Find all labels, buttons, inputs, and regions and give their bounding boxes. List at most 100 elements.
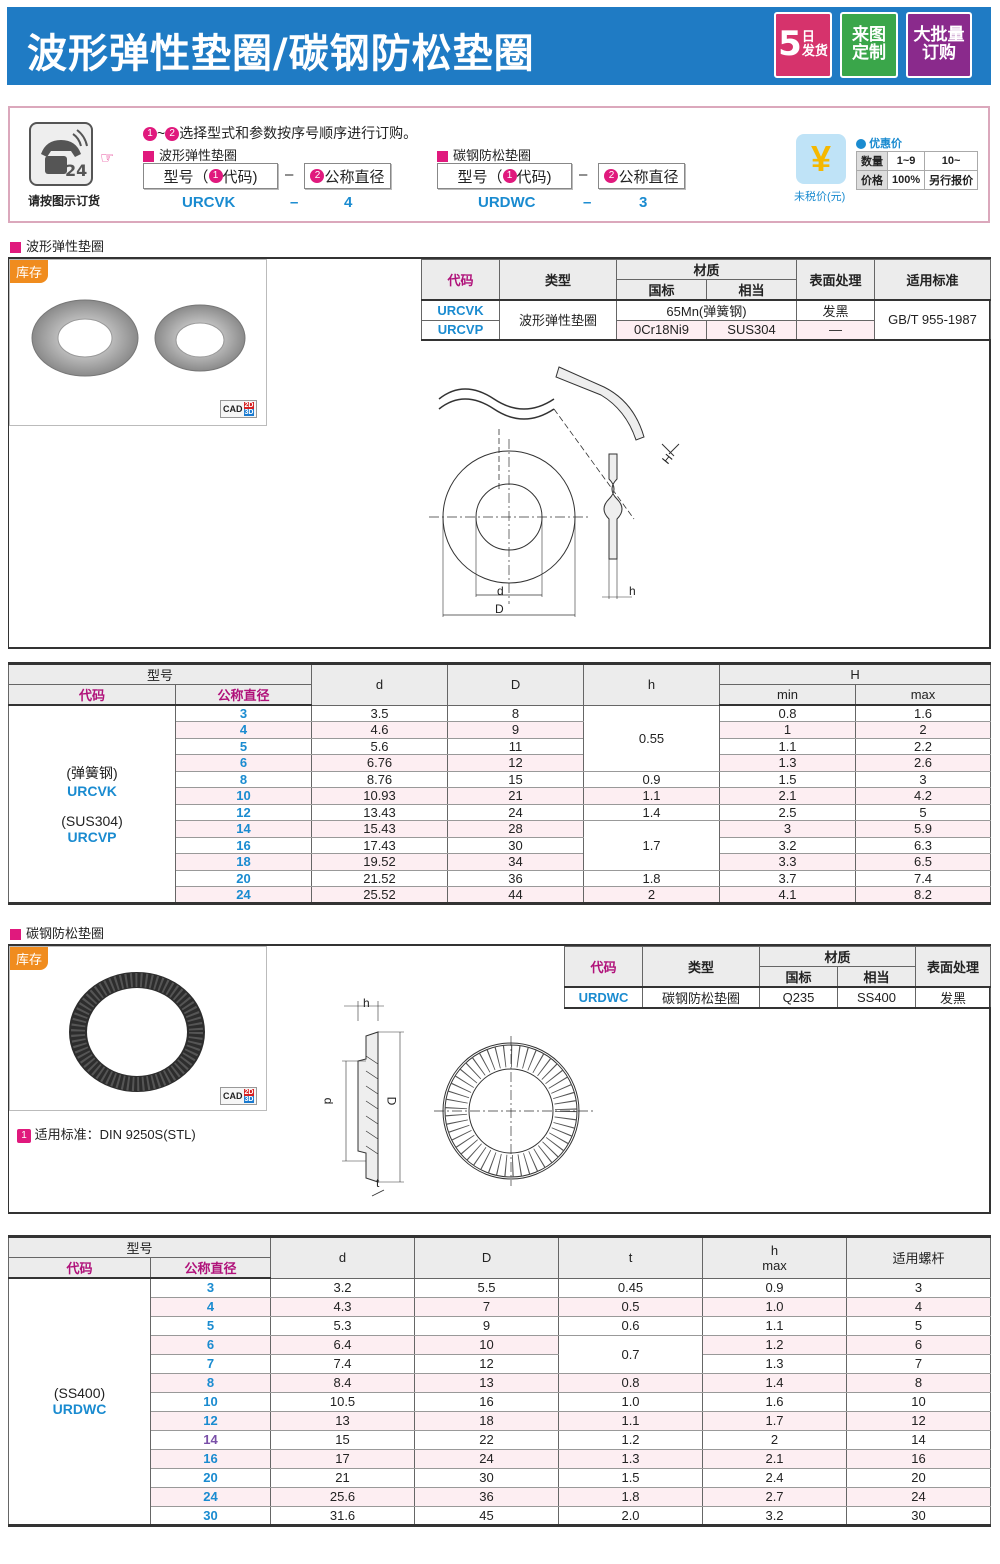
value-cell: 21: [270, 1467, 416, 1488]
model-code: URCVK: [67, 783, 117, 799]
nominal-diameter-cell: 4: [149, 1296, 272, 1317]
value-cell: 0.5: [558, 1296, 704, 1317]
spec-surface: 发黑: [915, 986, 991, 1009]
nominal-diameter-cell: 14: [174, 820, 313, 838]
cad-2d: 2D: [243, 402, 255, 409]
value-cell: 4.1: [719, 886, 857, 904]
phone-24-icon: 24: [29, 122, 93, 186]
cad-2d: 2D: [243, 1089, 255, 1096]
value-cell: 36: [414, 1486, 560, 1507]
note-text: 适用标准：DIN 9250S(STL): [34, 1127, 196, 1142]
value-cell: 0.45: [558, 1277, 704, 1298]
material-note: (SUS304): [61, 813, 123, 829]
nominal-diameter-cell: 5: [149, 1315, 272, 1336]
value-cell: 4.6: [311, 721, 449, 739]
col-H-max: max: [855, 684, 991, 706]
col-D: D: [447, 663, 585, 706]
value-cell: 24: [846, 1486, 991, 1507]
spec-equivalent: SS400: [836, 986, 917, 1009]
badge-bulk-order: 大批量订购: [906, 12, 972, 78]
value-cell: 4: [846, 1296, 991, 1317]
col-d: d: [270, 1236, 416, 1279]
value-cell: 5.3: [270, 1315, 416, 1336]
value-cell: 9: [447, 721, 585, 739]
price-label: 价格: [856, 170, 888, 190]
value-cell: 3.2: [702, 1505, 848, 1526]
nominal-diameter-cell: 14: [149, 1429, 272, 1450]
example-code: URDWC: [478, 194, 536, 211]
nominal-diameter-cell: 6: [174, 754, 313, 772]
code-cell: (SS400)URDWC: [8, 1277, 151, 1526]
value-cell: 16: [846, 1448, 991, 1469]
spec-surface: 发黑: [796, 299, 876, 321]
value-cell: 2: [855, 721, 991, 739]
lock-washer-drawing: [342, 1001, 594, 1197]
value-cell: 6.5: [855, 853, 991, 871]
dim-label-D: D: [384, 1096, 399, 1106]
value-cell: 1.5: [719, 770, 857, 788]
value-cell: 1.3: [558, 1448, 704, 1469]
value-cell: 1.0: [702, 1296, 848, 1317]
col-D: D: [414, 1236, 560, 1279]
value-cell: 9: [414, 1315, 560, 1336]
stock-badge: 库存: [10, 260, 49, 283]
nominal-diameter-cell: 12: [174, 803, 313, 821]
section-title-text: 碳钢防松垫圈: [26, 927, 105, 942]
badge-line: 定制: [852, 43, 886, 63]
value-cell: 36: [447, 869, 585, 887]
col-H-min: min: [719, 684, 857, 706]
col-d: d: [311, 663, 449, 706]
value-cell: 6.76: [311, 754, 449, 772]
value-cell: 0.9: [583, 770, 721, 788]
value-cell: 1.5: [558, 1467, 704, 1488]
value-cell: 14: [846, 1429, 991, 1450]
value-cell: 45: [414, 1505, 560, 1526]
value-cell: 7.4: [270, 1353, 416, 1374]
value-cell: 0.7: [558, 1334, 704, 1374]
value-cell: 2.1: [719, 787, 857, 805]
nominal-diameter-cell: 16: [149, 1448, 272, 1469]
spec-code: URCVP: [421, 320, 500, 340]
value-cell: 16: [414, 1391, 560, 1412]
example-size: 4: [344, 194, 353, 211]
col-material: 材质: [615, 259, 798, 280]
price-value: 另行报价: [924, 170, 979, 190]
col-nominal-diameter: 公称直径: [174, 684, 313, 706]
value-cell: 6.3: [855, 836, 991, 854]
value-cell: 18: [414, 1410, 560, 1431]
value-cell: 1.6: [702, 1391, 848, 1412]
value-cell: 28: [447, 820, 585, 838]
dim-label-h: h: [363, 996, 370, 1010]
value-cell: 0.8: [719, 704, 857, 722]
group-title-text: 碳钢防松垫圈: [453, 149, 532, 164]
cad-label: CAD: [223, 404, 243, 414]
nominal-diameter-cell: 5: [174, 737, 313, 755]
qty-label: 数量: [856, 151, 888, 171]
model-code: URDWC: [52, 1401, 107, 1418]
value-cell: 22: [414, 1429, 560, 1450]
order-group-title: 碳钢防松垫圈: [437, 145, 531, 164]
dash: –: [290, 194, 299, 211]
nominal-diameter-cell: 7: [149, 1353, 272, 1374]
value-cell: 31.6: [270, 1505, 416, 1526]
value-cell: 0.9: [702, 1277, 848, 1298]
col-equivalent: 相当: [705, 279, 798, 301]
badge-line: 订购: [922, 43, 956, 63]
col-model: 型号: [7, 663, 313, 685]
